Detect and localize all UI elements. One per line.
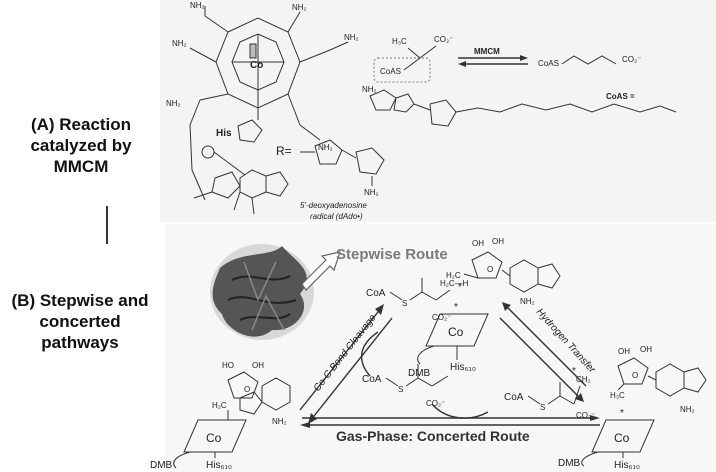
co-star-top: * [454, 302, 458, 313]
product-complex-bottom-right: OH OH O H₃C NH₂ CoA S CH₂ * CO₂⁻ Co * DM… [504, 345, 707, 471]
oh-label-1: OH [472, 239, 484, 248]
co-star-br: * [620, 408, 624, 419]
s-label-b1: S [402, 299, 407, 308]
co2-label-b3: CO₂⁻ [576, 411, 595, 420]
coas-label-a2: CoAS [538, 59, 559, 68]
panel-b-label: (B) Stepwise and concerted pathways [11, 291, 149, 352]
co-label-top: Co [448, 325, 464, 339]
co2-label-b2: CO₂⁻ [426, 399, 445, 408]
dado-radical-top: OH OH O H₂C * NH₂ [446, 237, 561, 306]
r-equals-label: R= [276, 144, 292, 158]
nh2-label-5: NH₂ [166, 99, 181, 108]
cobalt-label-a: Co [250, 60, 263, 71]
concerted-route-label: Gas-Phase: Concerted Route [336, 428, 530, 444]
concerted-route-arrow [300, 415, 600, 428]
nh2-label-1: NH₂ [190, 1, 205, 10]
coa-label-b2: CoA [362, 374, 382, 385]
coa-label-b3: CoA [504, 392, 524, 403]
nh2-label-b1: NH₂ [520, 297, 535, 306]
nh2-label-2: NH₂ [292, 3, 307, 12]
o-label-2: O [244, 385, 250, 394]
o-label-3: O [632, 371, 638, 380]
o-label-1: O [487, 265, 493, 274]
hydrogen-transfer-arrow [499, 302, 587, 402]
nh2-label-b3: NH₂ [680, 405, 695, 414]
h2c-label-top: H₂C [446, 271, 461, 280]
substrate-radical-top: CoA S H₂C—H CO₂⁻ [366, 278, 469, 322]
nh2-label-b2: NH₂ [272, 417, 287, 426]
s-label-b3: S [540, 403, 545, 412]
oh-label-5: OH [640, 345, 652, 354]
panel-a-background [160, 0, 716, 222]
his-label-a: His [216, 128, 232, 139]
h3c-label-br: H₃C [610, 391, 625, 400]
co2-label-b1: CO₂⁻ [432, 313, 451, 322]
nh2-label-6: NH₂ [318, 143, 333, 152]
ho-label-1: HO [222, 361, 234, 370]
oh-label-2: OH [492, 237, 504, 246]
dado-caption-line2: radical (dAdo•) [310, 212, 363, 221]
nh2-label-coa: NH₂ [362, 85, 377, 94]
oh-label-4: OH [618, 347, 630, 356]
ch2-label: CH₂ [576, 375, 591, 384]
coa-label-b1: CoA [366, 288, 386, 299]
his-label-top: His₆₁₀ [450, 362, 476, 373]
dado-cobalt-bottom-left: HO OH O H₂C NH₂ Co DMB His₆₁₀ [150, 361, 291, 471]
his-label-br: His₆₁₀ [614, 460, 640, 471]
enzyme-ribbon-structure [210, 244, 314, 340]
radical-star-top: * [458, 282, 462, 293]
cobalt-complex-top: Co * DMB His₆₁₀ [408, 302, 489, 379]
h3c-label-a: H₃C [392, 37, 407, 46]
co2-label-a2: CO₂⁻ [622, 55, 641, 64]
his-label-bl: His₆₁₀ [206, 460, 232, 471]
dmb-label-br: DMB [558, 458, 581, 469]
stepwise-arrow [301, 251, 341, 291]
dado-caption-line1: 5′-deoxyadenosine [300, 201, 367, 210]
cobalamin-structure: Co His NH₂ NH₂ NH₂ NH₂ NH₂ NH₂ [166, 1, 359, 215]
h2c-h-label: H₂C—H [440, 279, 469, 288]
nh2-label-dado: NH₂ [364, 188, 379, 197]
mmcm-reaction: H₃C CO₂⁻ CoAS MMCM CoAS CO₂⁻ CoAS = NH₂ [362, 35, 677, 127]
dmb-label-bl: DMB [150, 460, 173, 471]
h2c-label-bl: H₂C [212, 401, 227, 410]
stepwise-route-label: Stepwise Route [336, 246, 448, 263]
s-label-b2: S [398, 385, 403, 394]
nh2-label-3: NH₂ [344, 33, 359, 42]
nh2-label-4: NH₂ [172, 39, 187, 48]
co-label-br: Co [614, 431, 630, 445]
oh-label-3: OH [252, 361, 264, 370]
mmcm-arrow-label: MMCM [474, 47, 500, 56]
radical-star-sub: * [572, 366, 576, 377]
coas-definition: CoAS = [606, 92, 635, 101]
coas-label-a1: CoAS [380, 67, 401, 76]
panel-a-label: (A) Reaction catalyzed by MMCM [30, 115, 132, 176]
co2-label-a1: CO₂⁻ [434, 35, 453, 44]
coc-cleavage-arrow [299, 304, 393, 424]
co-label-bl: Co [206, 431, 222, 445]
separator-mark [106, 206, 108, 244]
dmb-label-top: DMB [408, 368, 431, 379]
deoxyadenosyl-group: R= NH₂ 5′-deoxyadenosine radical (dAdo•) [276, 139, 385, 221]
